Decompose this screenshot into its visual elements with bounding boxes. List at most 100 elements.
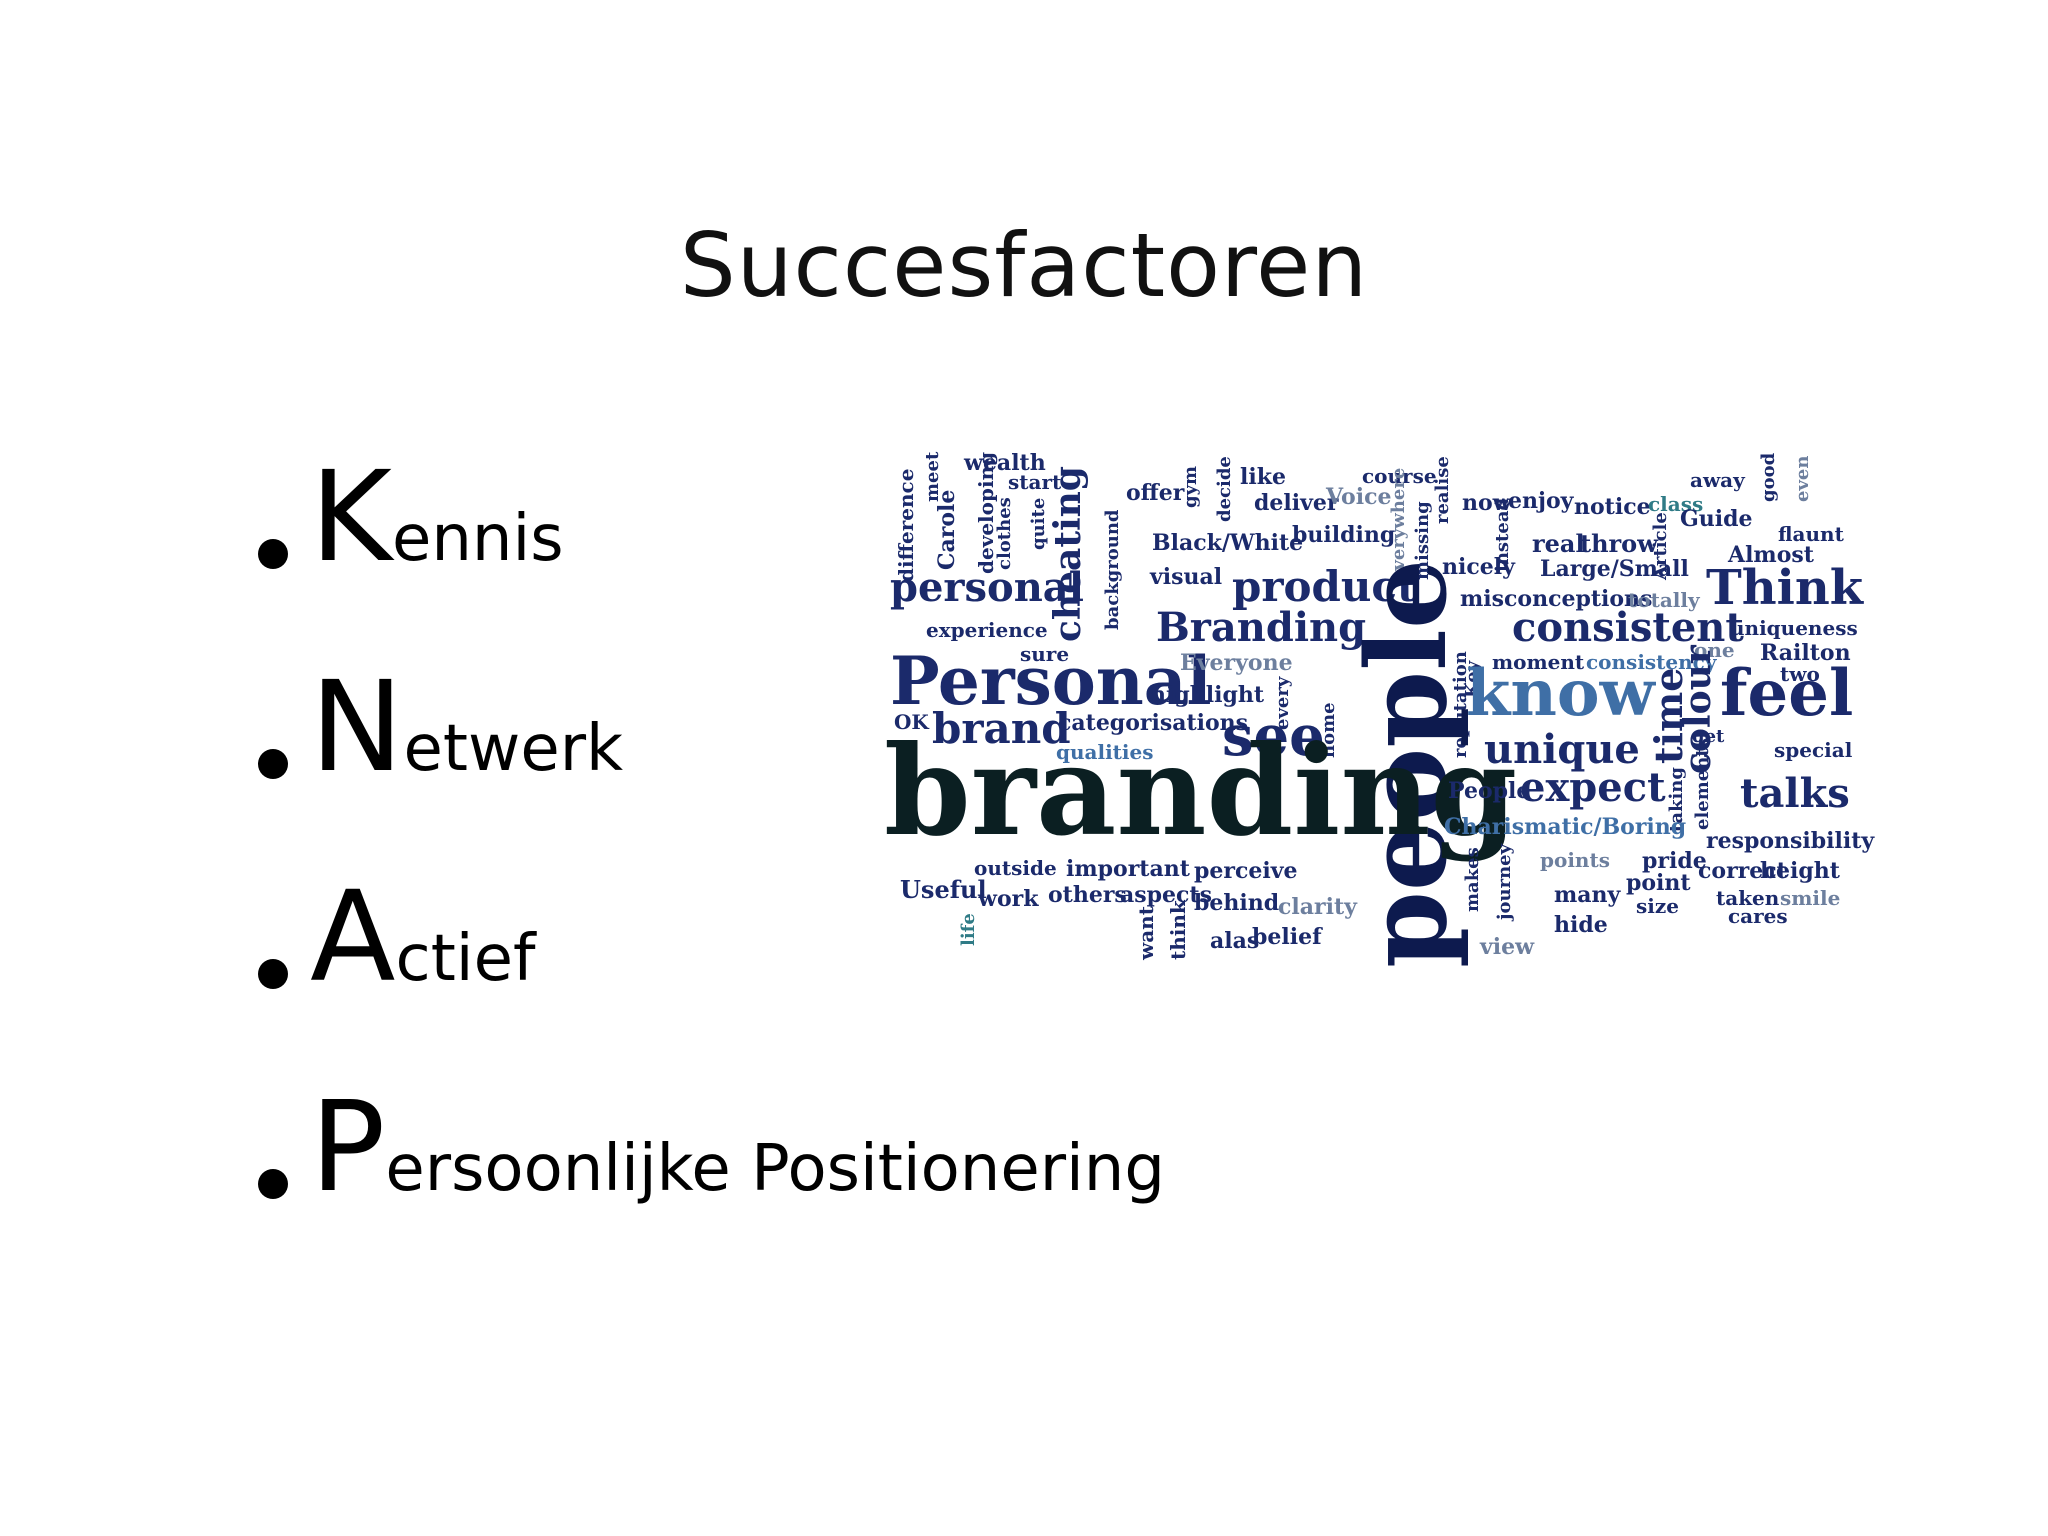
slide-title: Succesfactoren xyxy=(679,214,1369,317)
word-cloud-word: work xyxy=(978,886,1039,912)
word-cloud-word: People xyxy=(1448,778,1531,804)
bullet-item-kennis: K ennis xyxy=(258,455,1258,665)
bullet-text: etwerk xyxy=(403,712,624,786)
word-cloud-word: Everyone xyxy=(1180,650,1293,676)
word-cloud-word: behind xyxy=(1194,890,1280,916)
word-cloud-word: experience xyxy=(926,618,1048,642)
word-cloud-word: nicely xyxy=(1442,554,1515,580)
word-cloud-word: qualities xyxy=(1056,740,1154,764)
word-cloud-word: elements xyxy=(1692,738,1713,830)
word-cloud-word: others xyxy=(1048,882,1127,908)
word-cloud-word: taken xyxy=(1716,886,1780,910)
word-cloud-word: realise xyxy=(1432,456,1453,524)
word-cloud-word: sure xyxy=(1020,642,1070,666)
bullet-initial: A xyxy=(310,865,396,1010)
word-cloud-word: want xyxy=(1134,906,1158,960)
word-cloud-word: Black/White xyxy=(1152,530,1304,556)
word-cloud-word: wealth xyxy=(964,450,1046,476)
word-cloud-word: Railton xyxy=(1760,640,1851,666)
word-cloud-word: correct xyxy=(1698,858,1787,884)
word-cloud-word: aspects xyxy=(1120,882,1212,908)
word-cloud-word: start xyxy=(1008,470,1062,494)
word-cloud-word: brand xyxy=(932,704,1071,753)
word-cloud-word: special xyxy=(1774,738,1853,762)
bullet-item-persoonlijke-positionering: P ersoonlijke Positionering xyxy=(258,1085,1258,1295)
word-cloud-word: responsibility xyxy=(1706,828,1875,854)
bullet-dot-icon xyxy=(258,539,288,569)
word-cloud-word: point xyxy=(1626,870,1691,896)
word-cloud-word: even xyxy=(1792,455,1813,502)
word-cloud-word: cares xyxy=(1728,904,1788,928)
word-cloud-word: real xyxy=(1532,529,1585,558)
word-cloud-word: now xyxy=(1462,490,1512,516)
word-cloud-word: unique xyxy=(1484,726,1640,773)
word-cloud-word: hide xyxy=(1554,912,1608,938)
word-cloud-word: time xyxy=(1646,667,1691,764)
word-cloud-word: see xyxy=(1222,703,1325,769)
word-cloud-word: belief xyxy=(1252,924,1322,950)
bullet-initial: P xyxy=(310,1075,386,1220)
bullet-dot-icon xyxy=(258,1169,288,1199)
word-cloud-word: outside xyxy=(974,856,1057,880)
word-cloud-word: developing xyxy=(974,451,998,574)
word-cloud-word: Large/Small xyxy=(1540,556,1689,582)
word-cloud-word: Almost xyxy=(1728,542,1814,568)
word-cloud-word: notice xyxy=(1574,494,1651,520)
word-cloud-word: points xyxy=(1540,848,1610,872)
word-cloud-word: personal xyxy=(890,564,1084,611)
word-cloud-word: offer xyxy=(1126,480,1185,506)
word-cloud-word: life xyxy=(958,913,979,946)
word-cloud-word: important xyxy=(1066,856,1190,882)
word-cloud-word: deliver xyxy=(1254,490,1339,516)
word-cloud-word: Think xyxy=(1706,560,1864,616)
word-cloud-word: moment xyxy=(1492,650,1585,674)
word-cloud-word: away xyxy=(1690,468,1745,492)
word-cloud-word: know xyxy=(1466,656,1655,731)
word-cloud-word: misconceptions xyxy=(1460,586,1653,612)
word-cloud-word: alas xyxy=(1210,928,1260,954)
word-cloud-word: size xyxy=(1636,894,1679,918)
bullet-text: ennis xyxy=(391,502,564,576)
word-cloud-word: throw xyxy=(1580,529,1658,558)
word-cloud-word: Voice xyxy=(1326,484,1392,510)
bullet-text: ctief xyxy=(395,922,536,996)
word-cloud-word: one xyxy=(1694,638,1735,662)
bullet-item-netwerk: N etwerk xyxy=(258,665,1258,875)
bullet-text: ersoonlijke Positionering xyxy=(385,1132,1165,1206)
bullet-dot-icon xyxy=(258,959,288,989)
word-cloud-word: clarity xyxy=(1278,894,1357,920)
word-cloud-word: journey xyxy=(1494,843,1515,920)
word-cloud-word: branding xyxy=(884,719,1518,864)
word-cloud-word: pride xyxy=(1642,848,1707,874)
bullet-initial: N xyxy=(310,655,404,800)
word-cloud-word: many xyxy=(1554,882,1621,908)
word-cloud-word: OK xyxy=(894,710,929,734)
word-cloud-word: height xyxy=(1760,858,1840,884)
word-cloud-word: think xyxy=(1166,900,1190,960)
word-cloud-word: class xyxy=(1648,492,1704,516)
bullet-list: K ennis N etwerk A ctief P ersoonlijke P… xyxy=(258,455,1258,1295)
bullet-initial: K xyxy=(310,445,392,590)
word-cloud-word: background xyxy=(1102,509,1123,630)
word-cloud-word: talks xyxy=(1740,770,1850,817)
word-cloud-word: uniqueness xyxy=(1730,616,1858,640)
word-cloud-word: like xyxy=(1240,464,1286,490)
word-cloud-word: totally xyxy=(1628,588,1700,612)
word-cloud-word: clothes xyxy=(994,497,1015,570)
word-cloud-word: smile xyxy=(1780,886,1841,910)
word-cloud-word: course xyxy=(1362,464,1437,488)
word-cloud-word: Charismatic/Boring xyxy=(1444,814,1687,840)
word-cloud-word: gym xyxy=(1180,465,1201,508)
word-cloud-word: cheating xyxy=(1047,466,1089,642)
word-cloud-word: product xyxy=(1232,562,1417,611)
word-cloud-word: perceive xyxy=(1194,858,1298,884)
word-cloud-word: get xyxy=(1692,726,1725,747)
word-cloud-word: highlight xyxy=(1150,682,1264,708)
word-cloud-word: makes xyxy=(1462,847,1483,912)
word-cloud-word: good xyxy=(1758,452,1779,502)
bullet-dot-icon xyxy=(258,749,288,779)
word-cloud-word: feel xyxy=(1720,656,1854,731)
word-cloud-word: consistent xyxy=(1512,604,1744,651)
